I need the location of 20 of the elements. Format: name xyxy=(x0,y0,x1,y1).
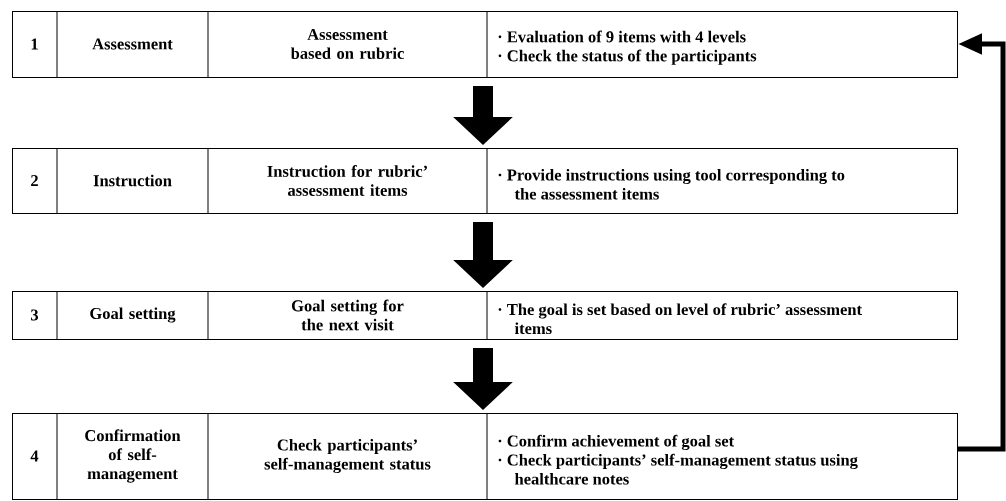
detail-text: · Evaluation of 9 items with 4 levels · Check the status of the participants xyxy=(498,30,757,65)
step-number: 4 xyxy=(30,450,39,462)
process-row xyxy=(12,290,958,340)
detail-text: · Confirm achievement of goal set · Check participants’ self-management status using healthcare notes xyxy=(498,434,858,485)
method-text: Instruction for rubric’ assessment items xyxy=(267,165,427,196)
stage-name: Instruction xyxy=(93,174,172,187)
process-row xyxy=(12,412,958,500)
process-row xyxy=(12,10,958,78)
stage-name: Confirmation of self-management xyxy=(85,429,181,483)
method-text: Assessment based on rubric xyxy=(290,28,404,60)
step-number: 3 xyxy=(31,309,39,321)
step-number: 2 xyxy=(31,175,38,186)
method-text: Check participants’ self-management status xyxy=(264,438,431,474)
detail-text: · The goal is set based on level of rubric’ assessment items xyxy=(498,303,862,335)
method-text: Goal setting for the next visit xyxy=(291,299,404,331)
process-row xyxy=(12,147,958,214)
stage-name: Goal setting xyxy=(90,307,176,323)
step-number: 1 xyxy=(31,38,38,50)
detail-text: · Provide instructions using tool corresponding to the assessment items xyxy=(498,168,845,200)
stage-name: Assessment xyxy=(92,38,173,50)
